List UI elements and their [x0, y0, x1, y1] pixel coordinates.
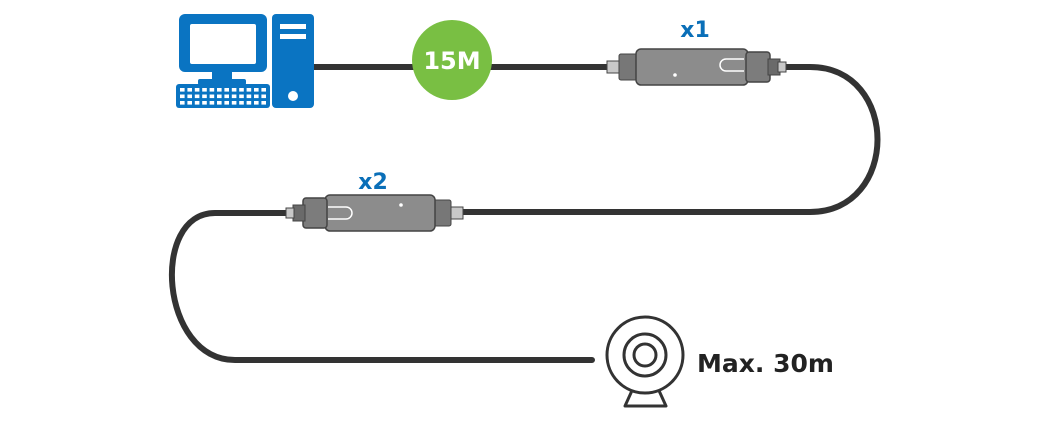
keyboard-key [180, 101, 185, 105]
extender-1-label: x1 [680, 18, 710, 43]
max-length-label: Max. 30m [697, 349, 834, 378]
keyboard-key [239, 88, 244, 92]
monitor [179, 14, 267, 85]
keyboard-key [217, 88, 222, 92]
keyboard-key [187, 101, 192, 105]
keyboard-key [209, 88, 215, 92]
keyboard-key [202, 88, 207, 92]
keyboard-key [239, 94, 244, 99]
keyboard-key [180, 88, 185, 92]
keyboard-key [194, 101, 200, 105]
extender-1: x1 [606, 18, 787, 86]
keyboard-key [261, 94, 266, 99]
keyboard-key [187, 94, 192, 99]
desktop-computer-icon [176, 14, 314, 108]
keyboard-key [246, 101, 252, 105]
keyboard-key [217, 101, 222, 105]
keyboard-key [254, 88, 259, 92]
keyboard-key [202, 94, 207, 99]
keyboard-key [231, 88, 237, 92]
cable [169, 64, 881, 363]
keyboard-key [194, 94, 200, 99]
keyboard-key [187, 88, 192, 92]
cable-length-label: 15M [423, 47, 480, 75]
keyboard-key [246, 88, 252, 92]
keyboard-key [231, 101, 237, 105]
keyboard-key [239, 101, 244, 105]
keyboard-key [194, 88, 200, 92]
keyboard-key [180, 94, 185, 99]
extender-2: x2 [285, 170, 464, 232]
keyboard-key [231, 94, 237, 99]
keyboard-key [224, 101, 229, 105]
keyboard-key [254, 94, 259, 99]
keyboard [176, 84, 270, 108]
webcam-icon [605, 315, 685, 408]
keyboard-key [224, 94, 229, 99]
cable-length-badge: 15M [412, 20, 492, 100]
keyboard-key [209, 94, 215, 99]
keyboard-key [209, 101, 215, 105]
keyboard-key [217, 94, 222, 99]
keyboard-key [261, 101, 266, 105]
keyboard-key [224, 88, 229, 92]
keyboard-key [261, 88, 266, 92]
keyboard-key [202, 101, 207, 105]
keyboard-key [246, 94, 252, 99]
tower [272, 14, 314, 108]
keyboard-key [254, 101, 259, 105]
extender-2-label: x2 [358, 170, 388, 195]
